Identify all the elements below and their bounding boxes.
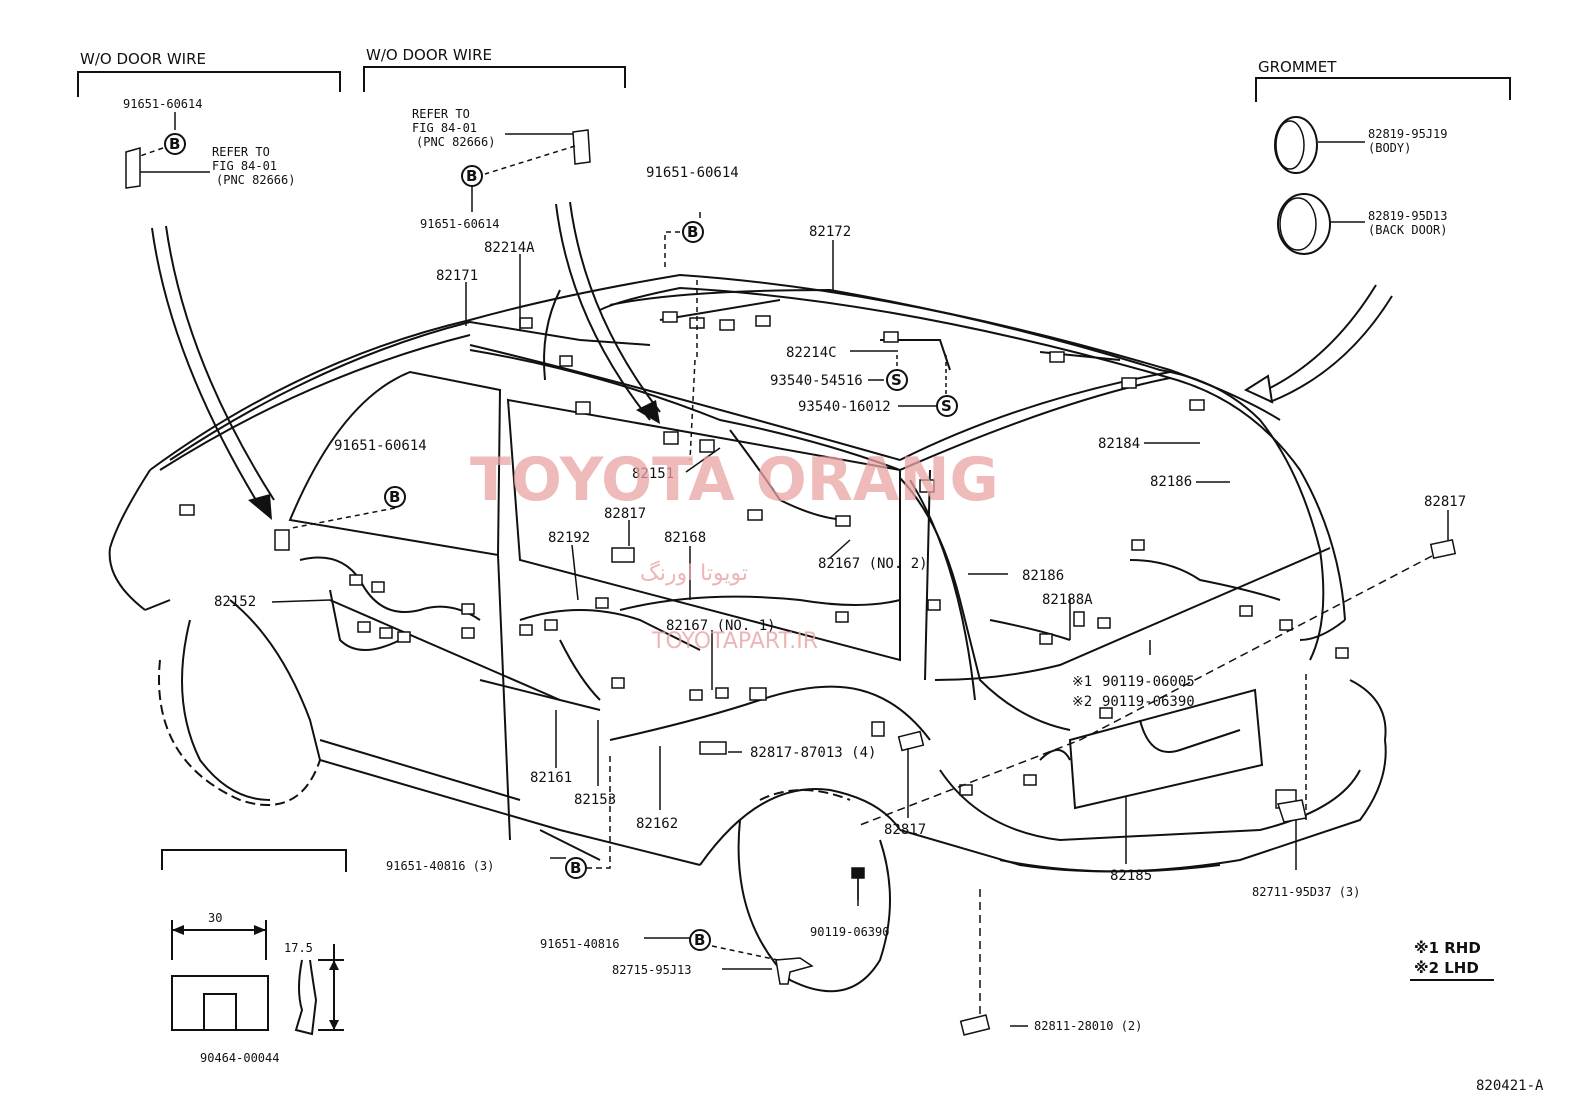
label-82817-a: 82817 [1424,494,1466,510]
grommet-body-icon [1274,116,1318,174]
bolt-symbol-e: B [565,857,587,879]
svg-text:B: B [694,931,705,949]
label-91651-60614-a: 91651-60614 [123,97,202,111]
dim-30: 30 [208,911,222,925]
header-wo-door-wire-left: W/O DOOR WIRE [80,50,206,68]
bolt-symbol-b: B [461,165,483,187]
dim-17-5: 17.5 [284,941,313,955]
label-82811-28010: 82811-28010 (2) [1034,1019,1142,1033]
bolt-symbol-f: B [689,929,711,951]
label-91651-40816-a: 91651-40816 (3) [386,859,494,873]
svg-text:B: B [169,135,180,153]
header-grommet: GROMMET [1258,58,1337,76]
label-90119-06005: 90119-06005 [1102,674,1195,690]
legend-lhd: ※2 LHD [1414,959,1479,977]
screw-symbol-a: S [886,369,908,391]
legend-rhd: ※1 RHD [1414,939,1481,957]
label-82711-95d37: 82711-95D37 (3) [1252,885,1360,899]
label-82185: 82185 [1110,868,1152,884]
bolt-90119-icon [851,867,865,900]
label-91651-40816-b: 91651-40816 [540,937,619,951]
label-82162: 82162 [636,816,678,832]
svg-text:B: B [389,488,400,506]
clamp-82711-icon [1277,799,1307,823]
label-82817-c: 82817 [884,822,926,838]
svg-text:S: S [891,371,902,389]
wheels [158,619,891,993]
refer-mid-2: FIG 84-01 [412,121,477,135]
vehicle-body [108,273,1387,873]
label-back-door: (BACK DOOR) [1368,223,1447,237]
leader-lines [271,212,1449,1027]
label-90119-06390-a: 90119-06390 [1102,694,1195,710]
label-82151: 82151 [632,466,674,482]
svg-text:B: B [466,167,477,185]
grommet-back-door-icon [1277,193,1331,255]
label-82152: 82152 [214,594,256,610]
label-90119-06390-b: 90119-06390 [810,925,889,939]
label-90464-00044: 90464-00044 [200,1051,279,1065]
label-82168: 82168 [664,530,706,546]
label-82172: 82172 [809,224,851,240]
header-wo-door-wire-mid: W/O DOOR WIRE [366,46,492,64]
label-82186-b: 82186 [1022,568,1064,584]
label-82214c: 82214C [786,345,837,361]
refer-left-2: FIG 84-01 [212,159,277,173]
label-82153: 82153 [574,792,616,808]
watermark-site: TOYOTAPART.IR [651,629,818,654]
mark-1: ※1 [1072,674,1092,690]
label-82192: 82192 [548,530,590,546]
header-bracket-mid [363,66,626,92]
clip-bracket-left [125,147,141,189]
label-91651-60614-d: 91651-60614 [334,438,427,454]
label-82715-95j13: 82715-95J13 [612,963,691,977]
refer-left-1: REFER TO [212,145,270,159]
label-82214a: 82214A [484,240,535,256]
label-82167-no2: 82167 (NO. 2) [818,556,928,572]
label-82819-95j19: 82819-95J19 [1368,127,1447,141]
header-bracket-left [77,71,341,97]
label-91651-60614-c: 91651-60614 [646,165,739,181]
label-pads [611,538,1457,1036]
inset-clip [161,849,347,1036]
label-91651-60614-b: 91651-60614 [420,217,499,231]
bolt-symbol-c: B [682,221,704,243]
refer-left-3: (PNC 82666) [216,173,295,187]
watermark-main: TOYOTA ORANG [470,445,999,515]
label-82188a: 82188A [1042,592,1093,608]
mark-2: ※2 [1072,694,1092,710]
refer-mid-1: REFER TO [412,107,470,121]
figure-id: 820421-A [1476,1078,1544,1094]
label-93540-16012: 93540-16012 [798,399,891,415]
label-82171: 82171 [436,268,478,284]
clip-bracket-mid [572,129,591,165]
pointer-arrows [151,201,1393,511]
screw-symbol-b: S [936,395,958,417]
connectors [179,311,1349,809]
label-82167-no1: 82167 (NO. 1) [666,618,776,634]
label-82817-b: 82817 [604,506,646,522]
refer-mid-3: (PNC 82666) [416,135,495,149]
label-82817-87013: 82817-87013 (4) [750,745,876,761]
wiring-harness [169,288,1325,761]
watermark-farsi: تویوتا اورنگ [640,560,748,586]
label-82184: 82184 [1098,436,1140,452]
svg-text:B: B [570,859,581,877]
label-82819-95d13: 82819-95D13 [1368,209,1447,223]
label-82186-a: 82186 [1150,474,1192,490]
label-body: (BODY) [1368,141,1411,155]
bracket-82715-icon [775,957,814,985]
svg-text:S: S [941,397,952,415]
bolt-symbol-d: B [384,486,406,508]
bolt-symbol-a: B [164,133,186,155]
svg-text:B: B [687,223,698,241]
label-82161: 82161 [530,770,572,786]
label-93540-54516: 93540-54516 [770,373,863,389]
legend: ※1 RHD ※2 LHD [1410,939,1494,981]
header-bracket-grommet [1255,77,1511,102]
